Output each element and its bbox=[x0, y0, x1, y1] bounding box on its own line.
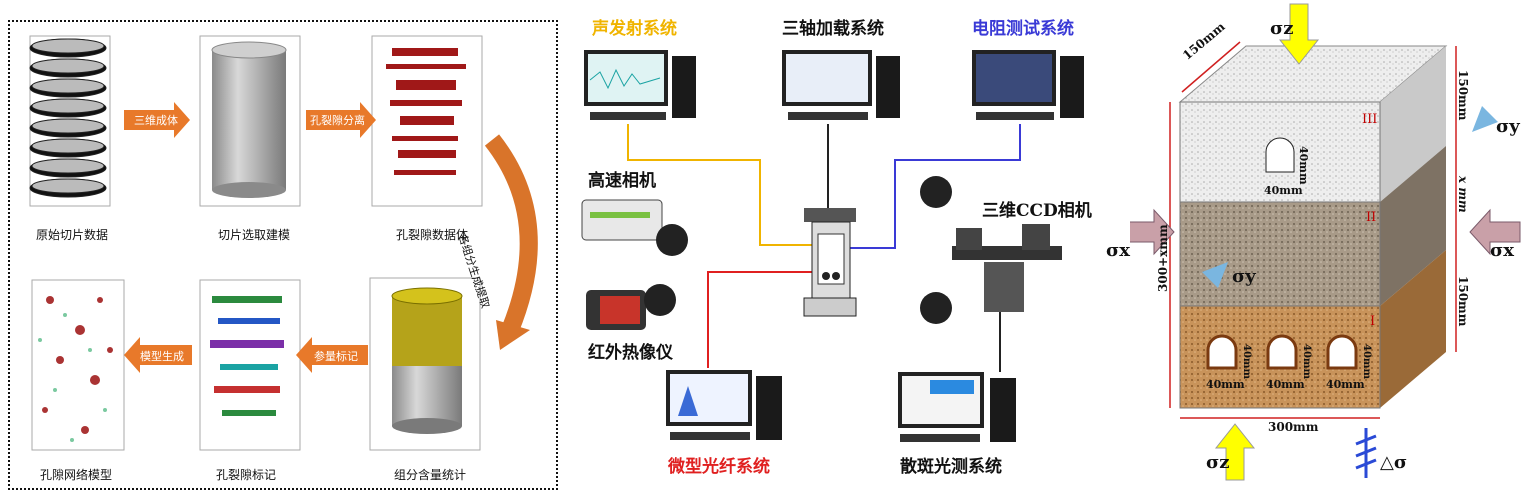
labeled-fractures-image bbox=[199, 279, 301, 451]
curved-arrow-extraction bbox=[484, 134, 538, 350]
label-sigma-x-right: σx bbox=[1490, 240, 1515, 261]
dim-right-mid: x mm bbox=[1456, 176, 1470, 213]
arrow-label-model: 模型生成 bbox=[140, 350, 184, 363]
dim-bottom: 300mm bbox=[1268, 420, 1319, 434]
tunnel-b2-width: 40mm bbox=[1266, 378, 1305, 391]
sigma-z-top-arrow bbox=[1278, 3, 1320, 65]
block-side-face-2 bbox=[1380, 146, 1446, 306]
tunnel-bottom-1 bbox=[1206, 334, 1238, 370]
stage-label-raw-slices: 原始切片数据 bbox=[36, 228, 109, 242]
sigma-y-left-arrow bbox=[1192, 262, 1228, 298]
zone-label-I: I bbox=[1370, 314, 1376, 329]
block-side-face-1 bbox=[1380, 250, 1446, 408]
arrow-label-pore-separation: 孔裂隙分离 bbox=[310, 114, 365, 127]
tunnel-b1-width: 40mm bbox=[1206, 378, 1245, 391]
resistance-computer bbox=[972, 50, 1084, 120]
fiber-line bbox=[707, 271, 822, 368]
title-thermal: 红外热像仪 bbox=[588, 343, 673, 363]
dim-right-bottom: 150mm bbox=[1456, 276, 1470, 327]
dim-left: 300+xmm bbox=[1156, 224, 1170, 292]
arrow-3d-build bbox=[124, 102, 190, 138]
label-sigma-y-right: σy bbox=[1496, 116, 1520, 137]
stage-label-slice-model: 切片选取建模 bbox=[218, 228, 291, 242]
tunnel-bottom-3 bbox=[1326, 334, 1358, 370]
arrow-label-3d-build: 三维成体 bbox=[134, 114, 178, 127]
title-highspeed: 高速相机 bbox=[588, 171, 656, 191]
arrow-parameter-label bbox=[296, 337, 368, 373]
stage-label-pore-network: 孔隙网络模型 bbox=[40, 468, 113, 482]
layer-II bbox=[1179, 201, 1381, 307]
high-speed-camera-image bbox=[581, 199, 688, 256]
acoustic-computer bbox=[584, 50, 696, 120]
tunnel-top bbox=[1265, 137, 1295, 173]
title-triaxial: 三轴加载系统 bbox=[782, 19, 884, 39]
dim-right-top: 150mm bbox=[1456, 70, 1470, 121]
right-panel-graphics bbox=[1130, 3, 1521, 481]
arrow-pore-separation bbox=[306, 102, 376, 138]
title-acoustic: 声发射系统 bbox=[592, 19, 677, 39]
label-sigma-z-top: σz bbox=[1270, 18, 1294, 39]
fracture-volume-image bbox=[371, 35, 483, 207]
delta-sigma-arrow bbox=[1355, 428, 1377, 478]
tunnel-b3-height: 40mm bbox=[1361, 344, 1372, 380]
component-cylinder-image bbox=[369, 277, 481, 451]
tunnel-top-width: 40mm bbox=[1264, 184, 1303, 197]
arrow-label-parameter: 参量标记 bbox=[314, 350, 358, 363]
arrow-model-generation bbox=[124, 337, 192, 373]
sigma-x-left-arrow bbox=[1130, 208, 1175, 256]
sigma-z-bottom-arrow bbox=[1214, 423, 1256, 481]
triaxial-cell-image bbox=[803, 208, 857, 317]
thermal-camera-image bbox=[586, 284, 676, 330]
ccd-camera-rig-image bbox=[920, 176, 1062, 324]
tunnel-b1-height: 40mm bbox=[1241, 344, 1252, 380]
tunnel-b2-height: 40mm bbox=[1301, 344, 1312, 380]
stage-label-fracture-mark: 孔裂隙标记 bbox=[216, 468, 277, 482]
middle-panel-graphics bbox=[581, 50, 1084, 442]
label-delta-sigma: △σ bbox=[1380, 452, 1408, 473]
tunnel-top-height: 40mm bbox=[1297, 146, 1310, 185]
resistance-line bbox=[848, 124, 1021, 249]
fiber-computer bbox=[666, 370, 782, 440]
pore-network-image bbox=[31, 279, 125, 451]
left-panel-graphics bbox=[29, 35, 538, 451]
cylinder-model-image bbox=[199, 35, 301, 207]
tunnel-b3-width: 40mm bbox=[1326, 378, 1365, 391]
sigma-y-right-arrow bbox=[1472, 96, 1508, 132]
zone-label-II: II bbox=[1366, 210, 1377, 225]
title-speckle: 散斑光测系统 bbox=[900, 457, 1002, 477]
triaxial-computer bbox=[782, 50, 900, 120]
title-fiber: 微型光纤系统 bbox=[668, 457, 770, 477]
label-sigma-y-left: σy bbox=[1232, 266, 1256, 287]
left-panel bbox=[8, 20, 558, 490]
sigma-x-right-arrow bbox=[1469, 208, 1521, 256]
label-sigma-z-bottom: σz bbox=[1206, 452, 1230, 473]
title-ccd: 三维CCD相机 bbox=[982, 201, 1092, 221]
slice-stack-image bbox=[29, 35, 111, 207]
label-sigma-x-left: σx bbox=[1106, 240, 1131, 261]
zone-label-III: III bbox=[1362, 112, 1378, 127]
speckle-computer bbox=[898, 372, 1016, 442]
tunnel-bottom-2 bbox=[1266, 334, 1298, 370]
acoustic-line bbox=[627, 124, 822, 246]
title-resistance: 电阻测试系统 bbox=[972, 19, 1074, 39]
stage-label-component-stats: 组分含量统计 bbox=[394, 468, 467, 482]
block-side-face-3 bbox=[1380, 46, 1446, 202]
stage-label-fracture-volume: 孔裂隙数据体 bbox=[396, 228, 469, 242]
